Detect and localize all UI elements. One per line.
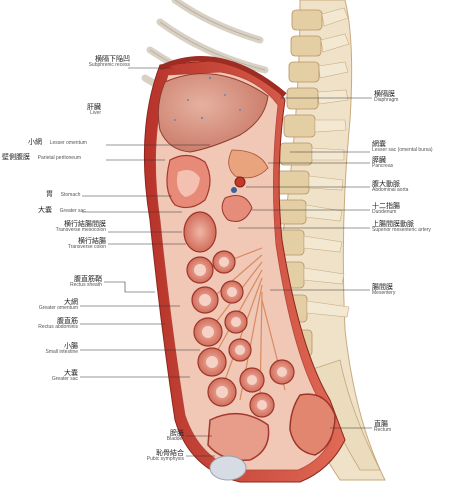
label-pancreas-en: Pancreas — [372, 163, 394, 170]
label-greater-sac-lower-zh: 大嚢 — [64, 369, 78, 377]
sma-vessel — [231, 187, 237, 193]
label-lesser-omentum: 小網 Lesser omentum — [28, 138, 87, 146]
label-lesser-sac-zh: 網嚢 — [372, 140, 386, 148]
label-small-intestine-en: Small intestine — [45, 349, 78, 356]
label-stomach-zh: 胃 — [46, 190, 53, 198]
label-transverse-mesocolon-zh: 横行結腸間膜 — [64, 220, 106, 228]
label-rectus-abdominis-en: Rectus abdominis — [38, 324, 78, 331]
label-stomach: 胃 Stomach — [46, 190, 81, 198]
label-transverse-colon: 横行結腸 Transverse colon — [40, 237, 106, 251]
label-pubic-symphysis-en: Pubic symphysis — [146, 456, 184, 463]
label-mesentery-en: Mesentery — [372, 290, 396, 297]
transverse-colon — [183, 211, 217, 253]
label-lesser-omentum-en: Lesser omentum — [49, 140, 87, 146]
abdominal-aorta — [234, 176, 246, 188]
bladder — [207, 412, 270, 461]
label-transverse-mesocolon: 横行結腸間膜 Transverse mesocolon — [30, 220, 106, 234]
label-parietal-peritoneum: 壁側腹膜 Parietal peritoneum — [2, 153, 82, 161]
label-transverse-mesocolon-en: Transverse mesocolon — [55, 227, 106, 234]
label-abdominal-aorta: 腹大動脈 Abdominal aorta — [372, 180, 409, 194]
liver — [157, 73, 269, 153]
label-greater-sac-upper-zh: 大嚢 — [38, 206, 52, 214]
label-subphrenic-recess-zh: 横隔下陥凹 — [95, 55, 130, 63]
label-pubic-symphysis-zh: 恥骨結合 — [156, 449, 184, 457]
label-duodenum-en: Duodenum — [372, 209, 397, 216]
label-rectus-sheath: 腹直筋鞘 Rectus sheath — [40, 275, 102, 289]
label-parietal-peritoneum-en: Parietal peritoneum — [37, 155, 82, 161]
label-greater-sac-lower: 大嚢 Greater sac — [20, 369, 78, 383]
label-rectus-sheath-zh: 腹直筋鞘 — [74, 275, 102, 283]
label-diaphragm-en: Diaphragm — [374, 97, 399, 104]
diaphragm — [158, 56, 287, 97]
label-mesentery-zh: 腸間膜 — [372, 283, 393, 291]
label-subphrenic-recess-en: Subphrenic recess — [88, 62, 130, 69]
label-greater-sac-upper: 大嚢 Greater sac — [38, 206, 86, 214]
pubic-symphysis — [209, 455, 247, 481]
label-sma-en: Superior mesenteric artery — [372, 227, 431, 234]
label-rectus-sheath-en: Rectus sheath — [70, 282, 102, 289]
label-rectus-abdominis: 腹直筋 Rectus abdominis — [20, 317, 78, 331]
label-liver-en: Liver — [90, 110, 101, 117]
label-small-intestine: 小腸 Small intestine — [20, 342, 78, 356]
rectum — [289, 393, 336, 456]
label-diaphragm: 横隔膜 Diaphragm — [374, 90, 399, 104]
label-rectum: 直腸 Rectum — [374, 420, 392, 434]
label-small-intestine-zh: 小腸 — [64, 342, 78, 350]
label-greater-sac-upper-en: Greater sac — [59, 208, 86, 214]
label-greater-omentum-en: Greater omentum — [38, 305, 78, 312]
label-bladder-en: Bladder — [166, 436, 184, 443]
label-bladder: 膀胱 Bladder — [140, 429, 184, 443]
pancreas — [228, 149, 269, 179]
label-greater-omentum: 大網 Greater omentum — [20, 298, 78, 312]
label-liver-zh: 肝臓 — [87, 103, 101, 111]
label-diaphragm-zh: 横隔膜 — [374, 90, 395, 98]
label-duodenum-zh: 十二指腸 — [372, 202, 400, 210]
label-abdominal-aorta-zh: 腹大動脈 — [372, 180, 400, 188]
label-greater-omentum-zh: 大網 — [64, 298, 78, 306]
label-stomach-en: Stomach — [60, 192, 81, 198]
label-rectus-abdominis-zh: 腹直筋 — [57, 317, 78, 325]
label-greater-sac-lower-en: Greater sac — [51, 376, 78, 383]
label-rectum-en: Rectum — [374, 427, 392, 434]
label-pancreas-zh: 膵臓 — [372, 156, 386, 164]
label-pancreas: 膵臓 Pancreas — [372, 156, 394, 170]
leader-lines — [80, 67, 372, 457]
label-rectum-zh: 直腸 — [374, 420, 388, 428]
label-lesser-sac-en: Lesser sac (omental bursa) — [372, 147, 433, 154]
label-sma-zh: 上腸間膜動脈 — [372, 220, 414, 228]
label-transverse-colon-zh: 横行結腸 — [78, 237, 106, 245]
label-abdominal-aorta-en: Abdominal aorta — [372, 187, 409, 194]
label-pubic-symphysis: 恥骨結合 Pubic symphysis — [120, 449, 184, 463]
label-liver: 肝臓 Liver — [76, 103, 101, 117]
label-subphrenic-recess: 横隔下陥凹 Subphrenic recess — [40, 55, 130, 69]
label-bladder-zh: 膀胱 — [170, 429, 184, 437]
label-sma: 上腸間膜動脈 Superior mesenteric artery — [372, 220, 431, 234]
label-duodenum: 十二指腸 Duodenum — [372, 202, 400, 216]
label-lesser-omentum-zh: 小網 — [28, 138, 42, 146]
duodenum — [221, 195, 253, 222]
label-mesentery: 腸間膜 Mesentery — [372, 283, 396, 297]
label-lesser-sac: 網嚢 Lesser sac (omental bursa) — [372, 140, 433, 154]
label-transverse-colon-en: Transverse colon — [67, 244, 106, 251]
label-parietal-peritoneum-zh: 壁側腹膜 — [2, 153, 30, 161]
